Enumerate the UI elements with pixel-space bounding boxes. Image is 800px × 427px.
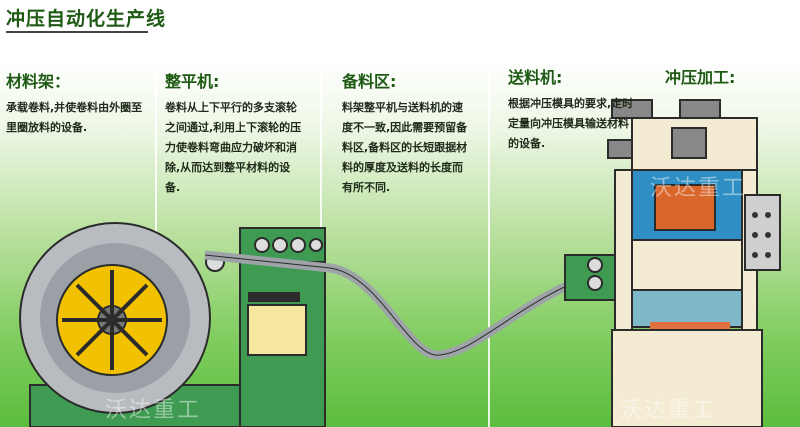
material-strip-edge xyxy=(204,254,601,356)
section-text: 承载卷料,并使卷料由外圈至里圈放料的设备. xyxy=(6,101,143,134)
press-cylinder xyxy=(679,99,721,119)
divider xyxy=(488,60,490,427)
watermark: 沃达重工 xyxy=(650,176,747,201)
leveler-control-strip xyxy=(248,292,300,302)
control-panel-buttons xyxy=(752,212,771,258)
section-heading: 送料机: xyxy=(508,68,563,87)
watermark: 沃达重工 xyxy=(620,398,717,423)
press-control-panel xyxy=(744,194,781,271)
section-text: 料架整平机与送料机的速度不一致,因此需要预留备料区,备料区的长短跟据材料的厚度及… xyxy=(342,101,468,194)
section-text: 根据冲压模具的要求,定时定量向冲压模具输送材料的设备. xyxy=(508,97,634,150)
press-base xyxy=(611,329,763,427)
leveler-panel xyxy=(247,304,307,356)
feeder-roller xyxy=(587,257,603,273)
section-feeder: 送料机: 根据冲压模具的要求,定时定量向冲压模具输送材料的设备. xyxy=(508,64,638,154)
section-material-rack: 材料架： 承载卷料,并使卷料由外圈至里圈放料的设备. xyxy=(6,68,146,138)
press-gauge xyxy=(671,127,707,159)
section-stamping: 冲压加工: xyxy=(665,64,785,94)
hub-spokes xyxy=(62,270,162,370)
feeder-roller xyxy=(587,275,603,291)
leveler-rollers xyxy=(254,237,323,253)
section-heading: 材料架： xyxy=(6,72,71,91)
section-heading: 整平机: xyxy=(165,72,220,91)
section-buffer-area: 备料区: 料架整平机与送料机的速度不一致,因此需要预留备料区,备料区的长短跟据材… xyxy=(342,68,472,198)
section-leveler: 整平机: 卷料从上下平行的多支滚轮之间通过,利用上下滚轮的压力使卷料弯曲应力破坏… xyxy=(165,68,305,198)
section-heading: 冲压加工: xyxy=(665,68,736,87)
section-text: 卷料从上下平行的多支滚轮之间通过,利用上下滚轮的压力使卷料弯曲应力破坏和消除,从… xyxy=(165,101,302,194)
press-die xyxy=(654,184,716,231)
press-mid-frame xyxy=(631,239,743,291)
page-title: 冲压自动化生产线 xyxy=(6,8,167,30)
press-side-shaft xyxy=(607,139,633,159)
press-bolster xyxy=(631,289,743,328)
section-heading: 备料区: xyxy=(342,72,397,91)
title-underline xyxy=(6,31,148,33)
press-bolster-plate xyxy=(650,322,730,330)
watermark: 沃达重工 xyxy=(105,398,202,423)
